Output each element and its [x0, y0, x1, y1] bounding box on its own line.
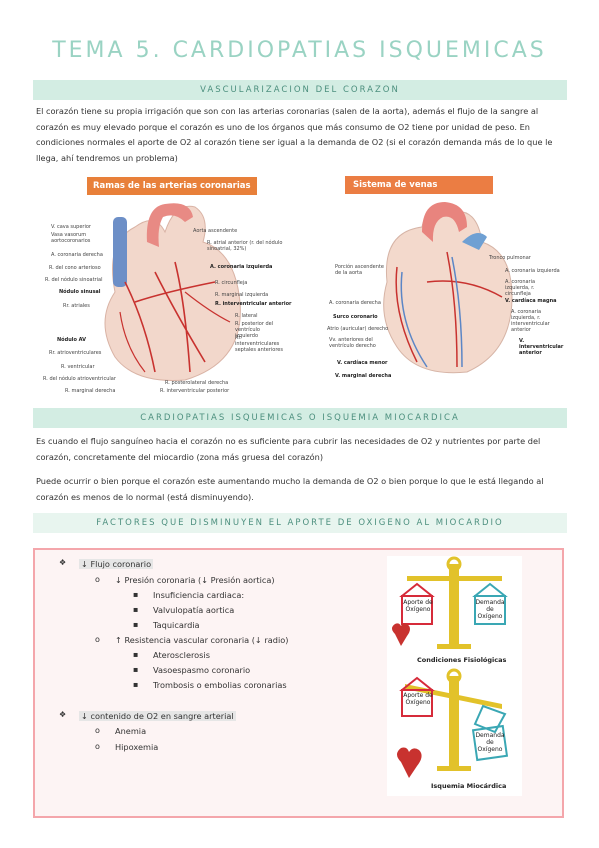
diamond-bullet-icon: ❖ — [59, 558, 67, 567]
circle-bullet-icon: o — [95, 726, 100, 735]
list-item-level3: Vasoespasmo coronario — [153, 665, 251, 675]
square-bullet-icon: ▪ — [133, 650, 139, 659]
fig1-label-right-8: R. posterior del ventrículo izquierdo — [235, 321, 274, 339]
fig1-label-left-3: A. coronaria derecha — [51, 252, 103, 258]
square-bullet-icon: ▪ — [133, 665, 139, 674]
diamond-bullet-icon: ❖ — [59, 710, 67, 719]
fig2-label-right-6: V. interventricular anterior — [519, 338, 564, 356]
fig1-label-left-10: R. ventricular — [61, 364, 95, 370]
square-bullet-icon: ▪ — [133, 590, 139, 599]
circle-bullet-icon: o — [95, 635, 100, 644]
fig1-label-left-9: Rr. atrioventriculares — [49, 350, 102, 356]
fig2-label-left-5: Vv. anteriores del ventrículo derecho — [329, 337, 376, 349]
top-aporte-label: Aporte de Oxígeno — [403, 599, 433, 613]
caption-isquemia: Isquemia Miocárdica — [431, 782, 507, 790]
fig1-label-left-12: R. marginal derecha — [65, 388, 116, 394]
square-bullet-icon: ▪ — [133, 680, 139, 689]
caption-condiciones: Condiciones Fisiológicas — [417, 656, 507, 664]
fig2-title: Sistema de venas cardiacas — [345, 176, 493, 208]
section-banner-cardiopatias: CARDIOPATIAS ISQUEMICAS O ISQUEMIA MIOCA… — [33, 408, 567, 428]
fig1-label-right-5: R. marginal izquierda — [215, 292, 269, 298]
heart-veins-illustration — [383, 202, 513, 374]
fig2-label-right-3: A. coronaria izquierda, r. circunfleja — [505, 279, 536, 297]
fig1-label-left-1: V. cava superior — [51, 224, 91, 230]
paragraph-definition: Es cuando el flujo sanguíneo hacia el co… — [36, 436, 541, 462]
circle-bullet-icon: o — [95, 742, 100, 751]
fig1-label-right-1: Aorta ascendente — [193, 228, 238, 234]
fig1-label-right-11: R. interventricular posterior — [160, 388, 230, 394]
square-bullet-icon: ▪ — [133, 605, 139, 614]
section-banner-factores: FACTORES QUE DISMINUYEN EL APORTE DE OXI… — [33, 513, 567, 533]
list-item-text: ↓ Flujo coronario — [79, 559, 154, 569]
list-item-level2: ↓ Presión coronaria (↓ Presión aortica) — [115, 575, 275, 585]
list-item-level2: Anemia — [115, 726, 147, 736]
balance-scales-graphic — [392, 556, 509, 778]
top-demanda-label: Demanda de Oxígeno — [475, 599, 505, 620]
fig1-label-right-6: R. interventricular anterior — [215, 301, 292, 307]
bottom-aporte-label: Aporte de Oxígeno — [403, 692, 433, 706]
coronary-arteries-figure: Ramas de las arterias coronarias V. cava… — [35, 172, 292, 398]
fig2-label-left-1: Porción ascendente de la aorta — [335, 264, 384, 276]
heart-arteries-illustration — [104, 203, 241, 382]
fig1-label-right-7: R. lateral — [235, 313, 258, 319]
list-item-level2: ↑ Resistencia vascular coronaria (↓ radi… — [115, 635, 289, 645]
fig2-label-right-4: V. cardíaca magna — [505, 298, 557, 304]
fig2-label-left-2: A. coronaria derecha — [329, 300, 381, 306]
fig1-label-right-4: R. circunfleja — [215, 280, 248, 286]
list-item-level1: ↓ contenido de O2 en sangre arterial — [79, 711, 236, 721]
fig2-label-right-1: Tronco pulmonar — [489, 255, 531, 261]
fig2-label-right-2: A. coronaria izquierda — [505, 268, 560, 274]
section-banner-vascularizacion: VASCULARIZACION DEL CORAZON — [33, 80, 567, 100]
fig2-label-left-6: V. cardíaca menor — [337, 360, 388, 366]
list-item-level3: Aterosclerosis — [153, 650, 210, 660]
paragraph-vascularizacion: El corazón tiene su propia irrigación qu… — [36, 106, 553, 163]
list-item-level1: ↓ Flujo coronario — [79, 559, 154, 569]
page-title: TEMA 5. CARDIOPATIAS ISQUEMICAS — [52, 38, 547, 63]
fig1-label-right-3: A. coronaria izquierda — [210, 264, 273, 270]
list-item-level3: Insuficiencia cardiaca: — [153, 590, 245, 600]
fig1-label-left-5: R. del nódulo sinoatrial — [45, 277, 103, 283]
bottom-demanda-label: Demanda de Oxígeno — [475, 732, 505, 753]
list-item-level3: Taquicardia — [153, 620, 200, 630]
square-bullet-icon: ▪ — [133, 620, 139, 629]
fig2-label-right-5: A. coronaria izquierda, r. interventricu… — [511, 309, 550, 333]
fig1-label-left-6: Nódulo sinusal — [59, 289, 101, 295]
list-item-level2: Hipoxemia — [115, 742, 159, 752]
fig1-label-left-7: Rr. atriales — [63, 303, 90, 309]
circle-bullet-icon: o — [95, 575, 100, 584]
fig1-title: Ramas de las arterias coronarias — [87, 177, 257, 195]
cardiac-veins-figure: Sistema de venas cardiacas Porción ascen… — [327, 172, 563, 398]
fig2-label-left-4: Atrio (auricular) derecho — [327, 326, 389, 332]
fig1-label-left-8: Nódulo AV — [57, 337, 87, 343]
list-item-text: ↓ contenido de O2 en sangre arterial — [79, 711, 236, 721]
fig2-label-left-3: Surco coronario — [333, 314, 378, 320]
oxygen-balance-illustration: Aporte de Oxígeno Demanda de Oxígeno Con… — [387, 556, 522, 796]
paragraph-causes: Puede ocurrir o bien porque el corazón e… — [36, 476, 544, 502]
fig1-label-right-2: R. atrial anterior (r. del nódulo sinoat… — [207, 240, 283, 252]
fig1-label-left-2: Vasa vasorum aortocoronarios — [51, 232, 91, 244]
fig1-label-right-10: R. posterolateral derecha — [165, 380, 229, 386]
list-item-level3: Trombosis o embolias coronarias — [153, 680, 287, 690]
fig1-label-left-11: R. del nódulo atrioventricular — [43, 376, 116, 382]
fig1-label-right-9: Rr. interventriculares septales anterior… — [235, 335, 283, 353]
fig1-label-left-4: R. del cono arterioso — [49, 265, 101, 271]
fig2-label-left-7: V. marginal derecha — [335, 373, 392, 379]
list-item-level3: Valvulopatía aortica — [153, 605, 235, 615]
